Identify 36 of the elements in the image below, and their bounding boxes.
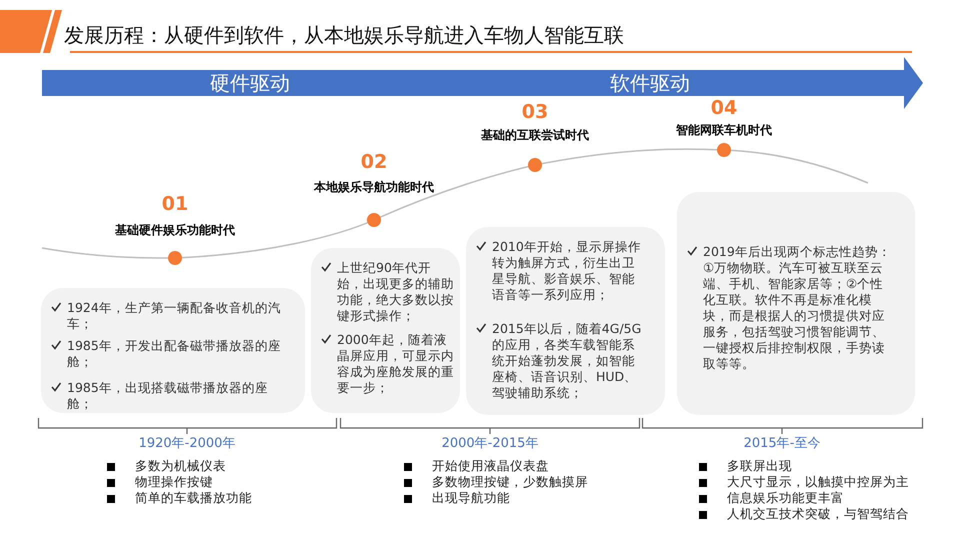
feature-text: 开始使用液晶仪表盘: [432, 458, 549, 475]
text-box: [466, 227, 665, 415]
period-label: 2000年-2015年: [442, 435, 538, 452]
feature-text: 多联屏出现: [727, 458, 792, 475]
feature-text: 出现导航功能: [432, 490, 510, 507]
feature-text: 信息娱乐功能更丰富: [727, 490, 844, 507]
text-box: [311, 248, 460, 413]
bullet-text: 2010年开始，显示屏操作转为触屏方式，衍生出卫星导航、影音娱乐、智能语音等一系列应用；: [492, 239, 642, 303]
milestone-title: 基础硬件娱乐功能时代: [115, 222, 235, 239]
milestone-number: 04: [710, 97, 738, 119]
feature-text: 多数为机械仪表: [135, 458, 226, 475]
feature-text: 物理操作按键: [135, 474, 213, 491]
bullet-text: 1985年，开发出配备磁带播放器的座舱；: [67, 338, 282, 370]
feature-text: 多数物理按键，少数触摸屏: [432, 474, 588, 491]
bullet-text: 上世纪90年代开始，出现更多的辅助功能，绝大多数以按键形式操作；: [337, 260, 455, 324]
banner-label: 软件驱动: [610, 70, 690, 96]
milestone-number: 03: [522, 101, 548, 123]
milestone-title: 智能网联车机时代: [676, 122, 772, 139]
milestone-number: 02: [360, 151, 388, 173]
period-label: 1920年-2000年: [138, 435, 236, 452]
bullet-text: 2000年起，随着液晶屏应用，可显示内容成为座舱发展的重要一步；: [337, 332, 455, 396]
period-label: 2015年-至今: [744, 435, 820, 452]
text-box: [677, 192, 915, 415]
banner-label: 硬件驱动: [210, 70, 290, 96]
bullet-text: 2019年后出现两个标志性趋势：①万物物联。汽车可被互联至云端、手机、智能家居等；②个性化互联。软件不再是标准化模块，而是根据人的习惯提供对应服务，包括驾驶习惯智能调节、一键授权后排控制权限，手势读取等等。: [703, 244, 892, 372]
feature-text: 大尺寸显示，以触摸中控屏为主: [727, 474, 909, 491]
feature-text: 简单的车载播放功能: [135, 490, 252, 507]
bullet-text: 2015年以后，随着4G/5G的应用，各类车载智能系统开始蓬勃发展，如智能座椅、语音识别、HUD、驾驶辅助系统；: [492, 321, 642, 401]
slide-title: 发展历程：从硬件到软件，从本地娱乐导航进入车物人智能互联: [64, 22, 624, 49]
milestone-title: 本地娱乐导航功能时代: [314, 179, 434, 196]
feature-text: 人机交互技术突破，与智驾结合: [727, 506, 909, 523]
milestone-number: 01: [162, 193, 188, 215]
bullet-text: 1924年，生产第一辆配备收音机的汽车；: [67, 300, 282, 332]
text-box: [41, 288, 305, 413]
bullet-text: 1985年，出现搭载磁带播放器的座舱；: [67, 380, 269, 412]
milestone-title: 基础的互联尝试时代: [481, 127, 589, 144]
